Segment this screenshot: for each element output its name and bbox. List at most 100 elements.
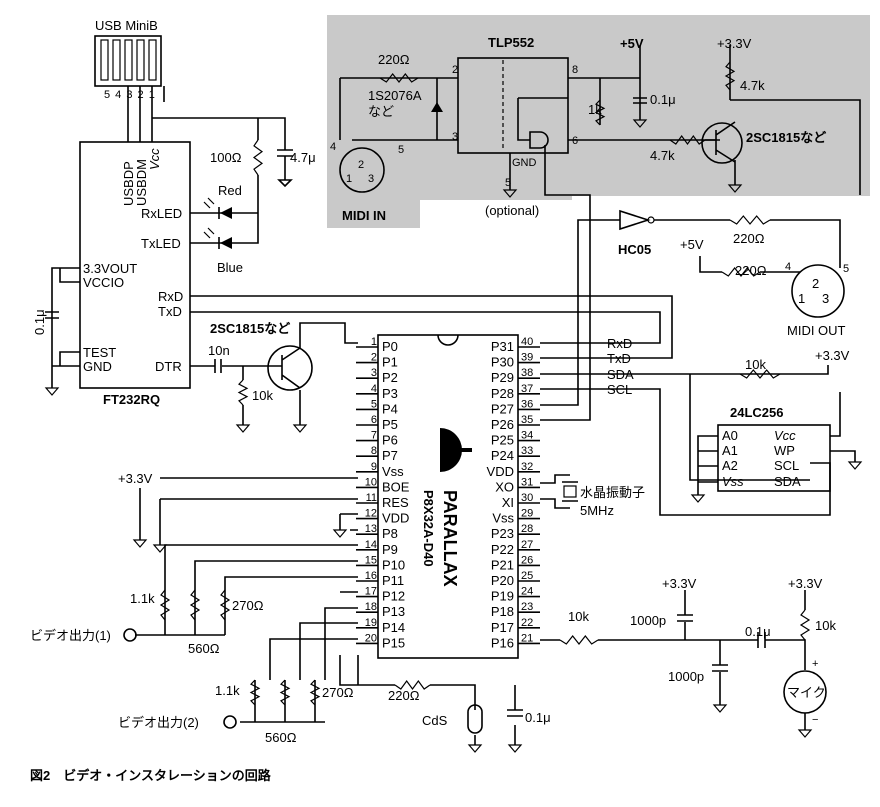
- pin-number-39: 39: [521, 352, 533, 364]
- microphone: マイク + −: [783, 658, 827, 726]
- pin-label-left: P6: [382, 433, 398, 448]
- v33-left-label: +3.3V: [118, 471, 153, 486]
- led-red: [203, 197, 232, 219]
- c10n-label: 10n: [208, 343, 230, 358]
- ground-icon: [690, 494, 706, 503]
- led-red-label: Red: [218, 183, 242, 198]
- c01-left-label: 0.1μ: [32, 309, 47, 335]
- ground-icon: [292, 424, 308, 433]
- c01-cds-label: 0.1μ: [525, 710, 551, 725]
- pin-label-left: P1: [382, 355, 398, 370]
- crystal-label: 水晶振動子: [580, 485, 645, 500]
- eeprom-pin-vcc: Vcc: [774, 428, 796, 443]
- resistor: [379, 73, 419, 83]
- midi-out-connector: 2 1 3: [791, 264, 845, 318]
- capacitor-0.1u-left: [45, 311, 59, 319]
- r11k-1-label: 1.1k: [130, 591, 155, 606]
- pin-number-38: 38: [521, 367, 533, 379]
- resistor: [729, 215, 771, 225]
- midi-in-pin5: 5: [398, 144, 404, 156]
- pin-3v3out: 3.3VOUT: [83, 261, 137, 276]
- video-out-1-label: ビデオ出力(1): [30, 628, 111, 643]
- midi-in-din-2: 2: [358, 159, 364, 171]
- ground-icon: [467, 744, 483, 753]
- c01-mic-label: 0.1μ: [745, 624, 771, 639]
- pin-number-11: 11: [366, 492, 377, 504]
- v33-in-label: +3.3V: [717, 36, 752, 51]
- pin-number-23: 23: [521, 601, 533, 613]
- pin-label-left: P0: [382, 339, 398, 354]
- ground-icon: [847, 461, 863, 470]
- pin-label-left: P10: [382, 557, 405, 572]
- crystal: [563, 485, 577, 498]
- pin-number-9: 9: [371, 461, 377, 473]
- cds-label: CdS: [422, 713, 448, 728]
- pin-number-36: 36: [521, 398, 533, 410]
- midi-in-label: MIDI IN: [342, 208, 386, 223]
- pin-test: TEST: [83, 345, 116, 360]
- ground-icon: [502, 189, 518, 198]
- r270-1-label: 270Ω: [232, 598, 264, 613]
- bus-rxd-label: RxD: [607, 336, 632, 351]
- resistor: [159, 589, 171, 621]
- opto-pin5: 5: [505, 177, 511, 189]
- midi-out-din-3: 3: [822, 291, 829, 306]
- video-out-2-jack[interactable]: [223, 715, 237, 729]
- eeprom-pin-a0: A0: [722, 428, 738, 443]
- eeprom-pin-wp: WP: [774, 443, 795, 458]
- r10k-audio-label: 10k: [568, 609, 589, 624]
- mic-minus: −: [812, 714, 818, 726]
- pin-number-19: 19: [365, 617, 377, 629]
- eeprom-24lc256: 24LC256 A0 A1 A2 Vss Vcc WP SCL SDA: [717, 405, 831, 492]
- usb-label: USB MiniB: [95, 18, 158, 33]
- eeprom-pin-a2: A2: [722, 458, 738, 473]
- r10k-sda-label: 10k: [745, 357, 766, 372]
- pin-vcc: Vcc: [147, 148, 162, 170]
- pin-label-left: P12: [382, 589, 405, 604]
- pin-label-right: P29: [491, 370, 514, 385]
- resistor: [189, 589, 201, 621]
- r220-in-label: 220Ω: [378, 52, 410, 67]
- pin-label-right: P24: [491, 448, 514, 463]
- ground-icon: [712, 704, 728, 713]
- mic-label: マイク: [787, 685, 826, 700]
- v5-in-label: +5V: [620, 36, 644, 51]
- resistor: [279, 679, 291, 706]
- pin-label-right: P31: [491, 339, 514, 354]
- midi-in-din-3: 3: [368, 173, 374, 185]
- pin-label-right: P21: [491, 557, 514, 572]
- pin-label-right: P16: [491, 635, 514, 650]
- ground-symbols: [44, 119, 863, 753]
- pin-number-15: 15: [365, 554, 377, 566]
- r220-out-b-label: 220Ω: [735, 263, 767, 278]
- resistor: [669, 134, 706, 146]
- pin-label-left: P2: [382, 370, 398, 385]
- pin-number-6: 6: [371, 414, 377, 426]
- capacitor-0.1u-cds: [507, 709, 523, 717]
- pin-number-17: 17: [365, 586, 377, 598]
- figure-caption: 図2 ビデオ・インスタレーションの回路: [30, 768, 272, 783]
- r47k-a-label: 4.7k: [740, 78, 765, 93]
- transistor-2sc1815: [267, 345, 313, 391]
- ground-icon: [727, 184, 743, 193]
- opto-pin2: 2: [452, 64, 458, 76]
- pin-label-right: P17: [491, 620, 514, 635]
- opto-gnd-label: GND: [512, 157, 537, 169]
- pin-number-10: 10: [365, 476, 377, 488]
- pin-number-7: 7: [371, 430, 377, 442]
- eeprom-pin-a1: A1: [722, 443, 738, 458]
- ground-icon: [152, 544, 168, 553]
- pin-label-left: RES: [382, 495, 409, 510]
- capacitor-4.7u: [277, 149, 293, 188]
- opto-pin3: 3: [452, 131, 458, 143]
- video-out-1-jack[interactable]: [123, 628, 137, 642]
- pin-number-34: 34: [521, 430, 533, 442]
- transistor-in-label: 2SC1815など: [746, 130, 826, 145]
- resistor: [559, 635, 599, 645]
- midi-in-shaded-region: [327, 15, 870, 228]
- pin-number-30: 30: [521, 492, 533, 504]
- pin-number-32: 32: [521, 461, 533, 473]
- resistor: [309, 679, 321, 706]
- parallax-logo: [440, 428, 472, 472]
